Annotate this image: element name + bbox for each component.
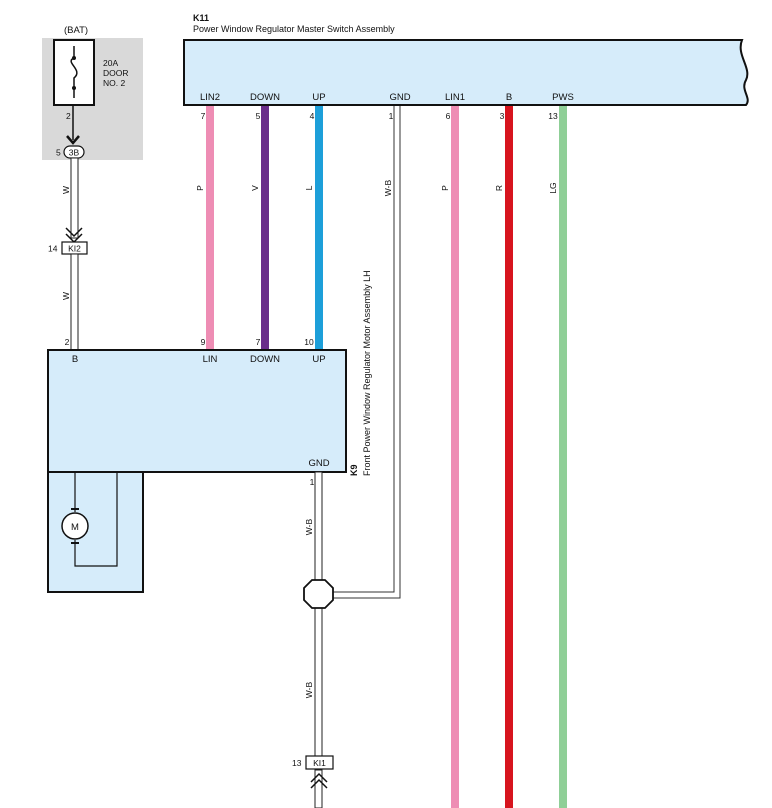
k11-terminal-lin1: LIN1 6 P (440, 92, 465, 191)
k9-motor-assembly: M B 2 LIN 9 DOWN 7 UP 10 GND 1 K9 Front … (47, 270, 372, 593)
k11-terminal-label: PWS (552, 92, 574, 103)
k11-wire-color: W-B (383, 179, 393, 196)
motor-label: M (71, 522, 79, 533)
k11-terminal-down: DOWN 5 V (250, 92, 280, 191)
k9-id: K9 (349, 464, 359, 476)
k9-name: Front Power Window Regulator Motor Assem… (362, 270, 372, 476)
k11-terminal-b: B 3 R (494, 92, 512, 191)
wire-lin2 (206, 106, 214, 350)
fuse-contact-top (72, 56, 76, 60)
wire-w-lower: W (61, 253, 79, 351)
k11-wire-color: LG (548, 182, 558, 193)
k9-terminal-pin: 7 (256, 337, 261, 347)
k11-terminal-lin2: LIN2 7 P (195, 92, 220, 191)
k11-terminal-label: UP (312, 92, 325, 103)
k9-terminal-pin: 2 (65, 337, 70, 347)
fuse-rating: 20A (103, 58, 118, 68)
wire-k9-gnd-upper-label: W-B (304, 518, 314, 535)
wire-up (315, 106, 323, 350)
k11-terminal-pin: 13 (548, 111, 558, 121)
motor-wiring (74, 472, 118, 567)
k11-wire-color: V (250, 185, 260, 191)
k11-name: Power Window Regulator Master Switch Ass… (193, 24, 395, 34)
wire-b (505, 106, 513, 808)
k9-terminal-label: DOWN (250, 354, 280, 365)
k11-terminal-up: UP 4 L (304, 92, 326, 190)
connector-ki1: KI1 13 (292, 755, 334, 789)
wire-pws (559, 106, 567, 808)
fuse-pin: 2 (66, 111, 71, 121)
k11-terminal-pin: 3 (500, 111, 505, 121)
k11-wire-color: R (494, 185, 504, 191)
ki2-id: KI2 (68, 244, 81, 254)
k11-terminal-label: LIN2 (200, 92, 220, 103)
k9-box (47, 349, 347, 473)
k9-terminal-label: B (72, 354, 78, 365)
k9-terminal-pin: 10 (304, 337, 314, 347)
k11-wire-color: P (195, 185, 205, 191)
k11-terminal-label: B (506, 92, 512, 103)
k11-terminal-pin: 4 (310, 111, 315, 121)
k11-wire-color: P (440, 185, 450, 191)
k9-terminal-label: LIN (203, 354, 218, 365)
bat-label: (BAT) (64, 25, 88, 36)
wire-w-upper: W (61, 157, 79, 239)
wire-w-upper-label: W (61, 186, 71, 194)
k11-terminal-pin: 5 (256, 111, 261, 121)
k11-terminal-pin: 1 (389, 111, 394, 121)
jb-arrow-icon (66, 135, 80, 145)
k11-box (183, 39, 749, 106)
wire-k9-gnd: W-B W-B (304, 471, 323, 808)
k9-motor-box (47, 471, 144, 593)
motor-icon (61, 512, 89, 540)
k11-terminal-pws: PWS 13 LG (548, 92, 574, 194)
ki1-id: KI1 (313, 758, 326, 768)
k11-terminal-label: DOWN (250, 92, 280, 103)
k11-terminal-label: GND (389, 92, 410, 103)
jb-id: 3B (69, 148, 80, 158)
wire-lin1 (451, 106, 459, 808)
fuse-block: (BAT) 20A DOOR NO. 2 2 3B 5 (42, 25, 143, 160)
k11-terminal-pin: 7 (201, 111, 206, 121)
wire-k9-gnd-lower-label: W-B (304, 681, 314, 698)
wire-down (261, 106, 269, 350)
k9-terminal-pin: 9 (201, 337, 206, 347)
k11-wire-color: L (304, 185, 314, 190)
k11-terminal-gnd: GND 1 W-B (383, 92, 411, 196)
splice-point-icon (303, 579, 334, 609)
k9-terminal-label: GND (308, 458, 329, 469)
ki1-pin: 13 (292, 758, 302, 768)
fuse-name-line1: DOOR (103, 68, 129, 78)
ki2-pin: 14 (48, 244, 58, 254)
k9-terminal-label: UP (312, 354, 325, 365)
k11-switch-assembly: K11 Power Window Regulator Master Switch… (183, 13, 749, 106)
connector-ki2: KI2 14 (48, 241, 88, 255)
k11-terminal-label: LIN1 (445, 92, 465, 103)
ki1-arrow-icon (310, 772, 328, 789)
k11-terminal-pin: 6 (446, 111, 451, 121)
k11-id: K11 (193, 13, 209, 23)
k9-terminal-pin: 1 (310, 477, 315, 487)
wire-gnd-wb (330, 106, 401, 599)
fuse-name-line2: NO. 2 (103, 78, 125, 88)
wire-w-lower-label: W (61, 292, 71, 300)
fuse-contact-bottom (72, 86, 76, 90)
k11-wires (206, 106, 567, 808)
jb-pin: 5 (56, 148, 61, 158)
